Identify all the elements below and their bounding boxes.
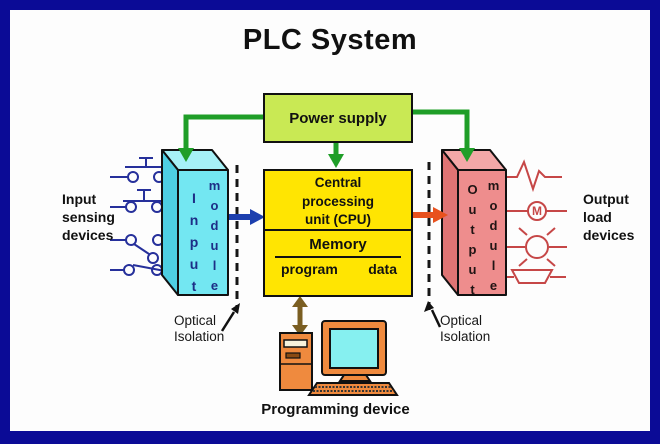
input-module-word2: module [207, 178, 222, 298]
monitor-icon [321, 320, 387, 382]
output-load-lines [502, 159, 567, 284]
motor-letter: M [532, 204, 542, 218]
cpu-programming-arrow [292, 296, 308, 336]
input-module-box [161, 149, 229, 296]
memory-label: Memory [309, 236, 367, 253]
power-supply-box: Power supply [263, 93, 413, 143]
page-title: PLC System [242, 24, 418, 56]
input-devices-line1: Input [62, 191, 97, 207]
cpu-title-line1: Central [314, 175, 362, 190]
programming-device-label: Programming device [261, 401, 410, 418]
power-supply-label: Power supply [289, 109, 387, 127]
heater-resistor-icon [502, 159, 562, 193]
cpu-title-line3: unit (CPU) [305, 212, 371, 227]
output-devices-line3: devices [583, 227, 635, 243]
speaker-icon [502, 269, 566, 284]
motor-icon [502, 201, 567, 221]
tower-pc-icon [279, 332, 313, 391]
optical-isolation-left-label: Optical Isolation [174, 313, 224, 345]
power-line-to-output [413, 109, 470, 150]
output-module-box [441, 149, 507, 296]
optical-pointer-left [220, 303, 240, 332]
output-module-word2: module [486, 178, 501, 298]
output-module-word: Output [465, 182, 480, 302]
optical-pointer-right [424, 301, 442, 328]
optical-left-line1: Optical [174, 313, 217, 328]
keyboard-icon [307, 382, 399, 396]
output-devices-label: Output load devices [583, 190, 634, 244]
programming-device-icon [279, 320, 399, 396]
input-devices-label: Input sensing devices [62, 190, 115, 244]
lamp-icon [502, 227, 567, 267]
cpu-title: Central processing unit (CPU) [265, 171, 411, 231]
cpu-to-output-arrow [413, 207, 448, 223]
output-devices-line2: load [583, 209, 612, 225]
cpu-title-line2: processing [301, 193, 375, 209]
optical-left-line2: Isolation [174, 329, 225, 344]
data-label: data [368, 261, 397, 277]
input-devices-line2: sensing [62, 209, 115, 225]
memory-section: Memory program data [265, 231, 411, 295]
input-to-cpu-arrow [229, 209, 265, 225]
pushbutton-nc-icon [110, 189, 182, 213]
input-module-word: Input [186, 190, 202, 300]
power-lines [183, 109, 470, 156]
power-arrowheads [178, 148, 475, 168]
program-label: program [281, 261, 338, 277]
optical-isolation-right-label: Optical Isolation [440, 313, 490, 345]
power-line-to-input [183, 114, 263, 150]
input-devices-line3: devices [62, 227, 114, 243]
optical-isolation-lines [235, 162, 431, 312]
cpu-box: Central processing unit (CPU) Memory pro… [263, 169, 413, 297]
optical-right-line1: Optical [440, 313, 483, 328]
memory-divider [275, 256, 401, 258]
optical-right-line2: Isolation [440, 329, 491, 344]
output-devices-line1: Output [583, 191, 629, 207]
